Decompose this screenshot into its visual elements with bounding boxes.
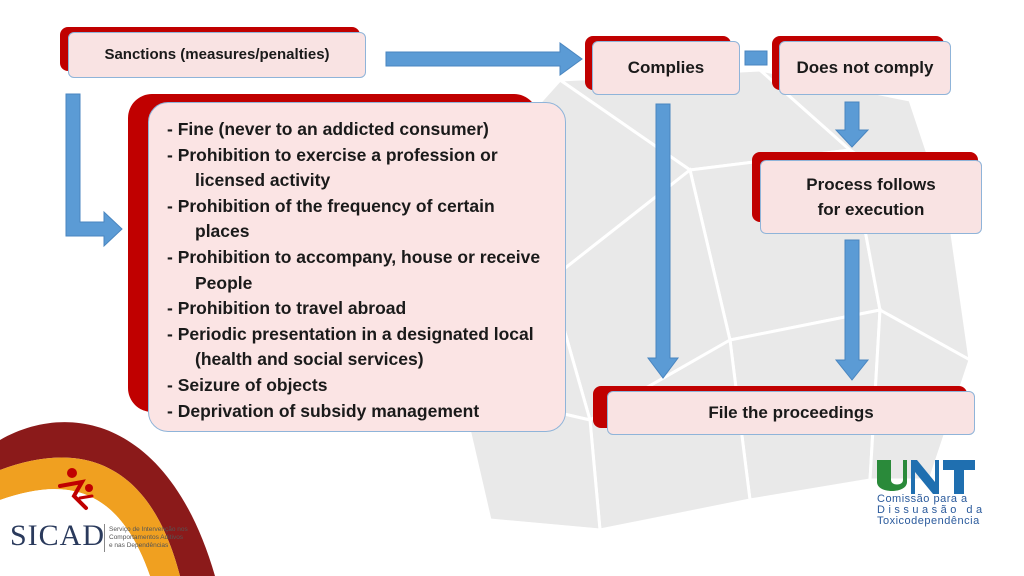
arrow-right-icon bbox=[385, 42, 583, 76]
process-label-line2: for execution bbox=[817, 200, 925, 219]
measure-item: Fine (never to an addicted consumer) bbox=[167, 117, 553, 143]
sicad-figure-icon bbox=[58, 468, 94, 510]
sicad-subtitle-line2: Comportamentos Aditivos bbox=[109, 534, 184, 541]
arrow-down-icon bbox=[647, 103, 679, 379]
measure-item: Prohibition to accompany, house or recei… bbox=[167, 245, 553, 296]
connector-icon bbox=[744, 50, 768, 66]
measure-item: Prohibition of the frequency of certain … bbox=[167, 194, 553, 245]
does-not-comply-label: Does not comply bbox=[796, 58, 934, 78]
sanctions-label: Sanctions (measures/penalties) bbox=[104, 45, 330, 63]
cdt-text-line3: Toxicodependência bbox=[877, 515, 980, 527]
process-label-line1: Process follows bbox=[806, 175, 936, 194]
complies-label: Complies bbox=[627, 58, 705, 78]
sicad-swoosh bbox=[0, 422, 215, 576]
complies-box: Complies bbox=[592, 41, 740, 95]
measures-box: Fine (never to an addicted consumer) Pro… bbox=[148, 102, 566, 432]
cdt-text-line2: Dissuasão da bbox=[877, 504, 986, 516]
measure-item: Deprivation of subsidy management bbox=[167, 399, 553, 425]
measure-item: Prohibition to exercise a profession or … bbox=[167, 143, 553, 194]
cdt-text-line1: Comissão para a bbox=[877, 493, 968, 505]
sicad-divider bbox=[104, 524, 105, 552]
file-box: File the proceedings bbox=[607, 391, 975, 435]
measure-item: Prohibition to travel abroad bbox=[167, 296, 553, 322]
sicad-name: SICAD bbox=[10, 519, 106, 552]
sanctions-box: Sanctions (measures/penalties) bbox=[68, 32, 366, 78]
sicad-subtitle-line3: e nas Dependências bbox=[109, 542, 169, 549]
measures-list: Fine (never to an addicted consumer) Pro… bbox=[167, 117, 553, 424]
measure-item: Periodic presentation in a designated lo… bbox=[167, 322, 553, 373]
measure-item: Seizure of objects bbox=[167, 373, 553, 399]
arrow-elbow-icon bbox=[65, 93, 123, 248]
arrow-down-icon bbox=[834, 101, 870, 148]
cdt-logo-text: Comissão para a Dissuasão da Toxicodepen… bbox=[877, 494, 986, 527]
cdt-logo-mark bbox=[877, 460, 975, 494]
process-box: Process follows for execution bbox=[760, 160, 982, 234]
file-label: File the proceedings bbox=[708, 403, 874, 423]
sicad-subtitle: Serviço de Intervenção nos Comportamento… bbox=[109, 526, 188, 550]
does-not-comply-box: Does not comply bbox=[779, 41, 951, 95]
sicad-subtitle-line1: Serviço de Intervenção nos bbox=[109, 526, 188, 533]
arrow-down-icon bbox=[834, 239, 870, 381]
